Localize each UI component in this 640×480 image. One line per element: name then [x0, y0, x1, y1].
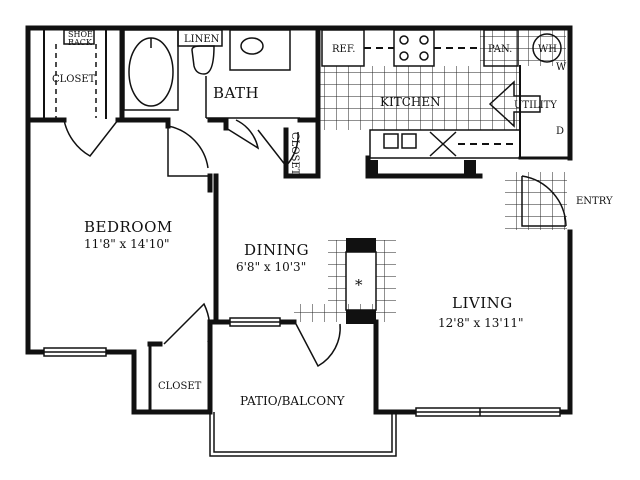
- ref-label: REF.: [332, 44, 355, 55]
- bath-fixtures: [123, 29, 300, 119]
- patio-outline: [209, 412, 397, 457]
- dining-label: DINING: [244, 241, 309, 259]
- utility-label: UTILITY: [514, 100, 557, 111]
- shoe-rack-label-1: SHOE: [68, 30, 93, 39]
- top-closet: [55, 29, 97, 118]
- shoe-rack-label-2: RACK: [68, 38, 93, 47]
- pantry-label: PAN.: [488, 44, 512, 55]
- doors: [63, 119, 567, 368]
- dryer-label: D: [556, 126, 564, 137]
- counter-posts: [366, 160, 476, 178]
- bath-label: BATH: [213, 84, 259, 102]
- fireplace: [345, 238, 377, 324]
- linen-label: LINEN: [184, 34, 220, 45]
- patio-label: PATIO/BALCONY: [240, 394, 346, 408]
- water-heater-label: WH: [538, 44, 557, 55]
- living-label: LIVING: [452, 294, 513, 312]
- fireplace-symbol: *: [355, 276, 363, 294]
- closet-hall-label: CLOSET: [289, 132, 300, 176]
- kitchen-fixtures: [321, 29, 562, 159]
- living-size: 12'8" x 13'11": [438, 316, 523, 330]
- closet-top-label: CLOSET: [52, 74, 96, 85]
- dining-size: 6'8" x 10'3": [236, 260, 306, 274]
- bedroom-label: BEDROOM: [84, 218, 173, 236]
- windows: [43, 317, 561, 417]
- washer-label: W: [556, 62, 567, 73]
- bedroom-size: 11'8" x 14'10": [84, 237, 169, 251]
- outer-walls: [25, 25, 573, 415]
- entry-label: ENTRY: [576, 196, 613, 207]
- closet-bottom-label: CLOSET: [158, 381, 202, 392]
- kitchen-label: KITCHEN: [380, 95, 441, 109]
